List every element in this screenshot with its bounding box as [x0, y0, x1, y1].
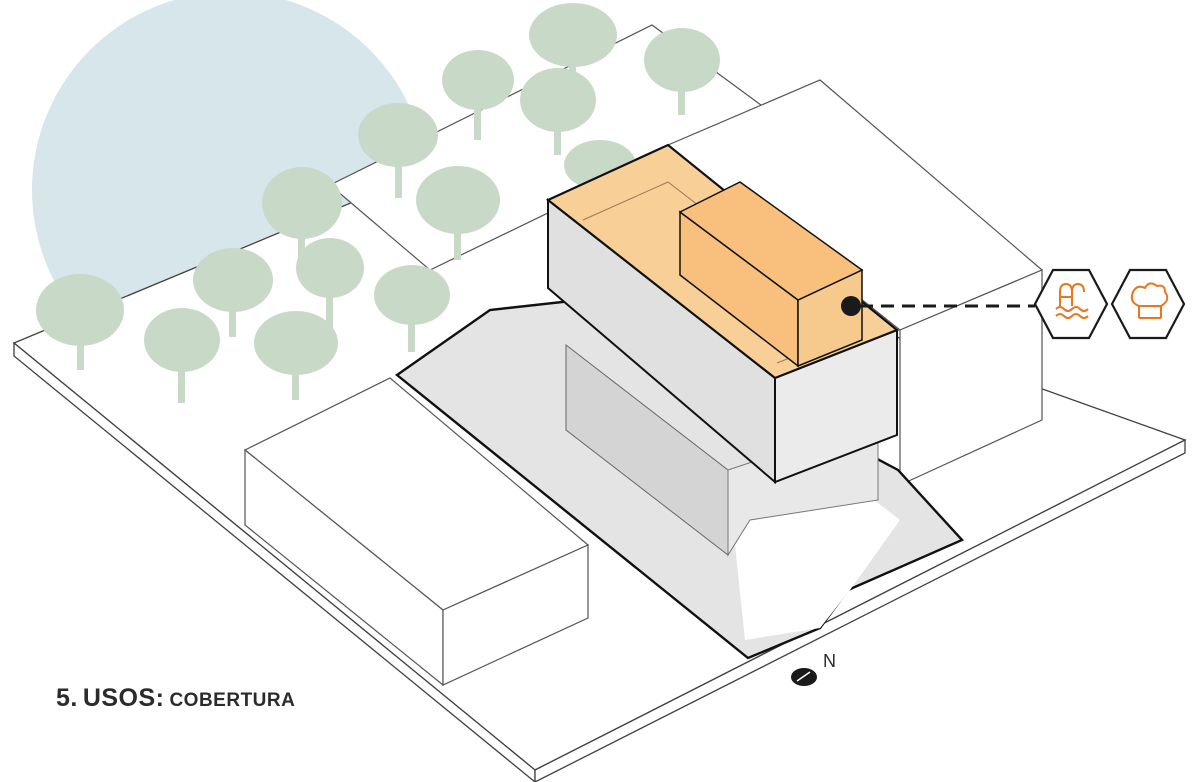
tree — [254, 311, 338, 400]
north-label: N — [823, 651, 836, 671]
tree — [262, 167, 342, 260]
tree — [520, 68, 596, 155]
tree — [144, 308, 220, 403]
main-building — [545, 143, 900, 557]
tree — [442, 50, 514, 140]
diagram-caption: 5. USOS: COBERTURA — [56, 684, 295, 713]
north-arrow — [791, 668, 817, 686]
tree — [358, 103, 438, 198]
right-neighbor-building — [666, 79, 1044, 486]
trees — [36, 3, 720, 403]
roof-volume-top — [678, 181, 864, 301]
pool-icon — [1033, 268, 1109, 340]
tree — [193, 248, 273, 337]
left-neighbor-building — [243, 377, 590, 687]
use-pointer — [841, 296, 1035, 316]
tree — [374, 265, 450, 352]
tree — [529, 3, 617, 80]
caption-subtitle: COBERTURA — [169, 690, 296, 711]
tree — [296, 238, 364, 330]
caption-number: 5. — [56, 684, 78, 712]
chef-hat-icon — [1110, 268, 1186, 340]
tree — [36, 274, 124, 370]
tree — [416, 166, 500, 260]
tree — [644, 28, 720, 115]
caption-title: USOS: — [82, 684, 165, 712]
